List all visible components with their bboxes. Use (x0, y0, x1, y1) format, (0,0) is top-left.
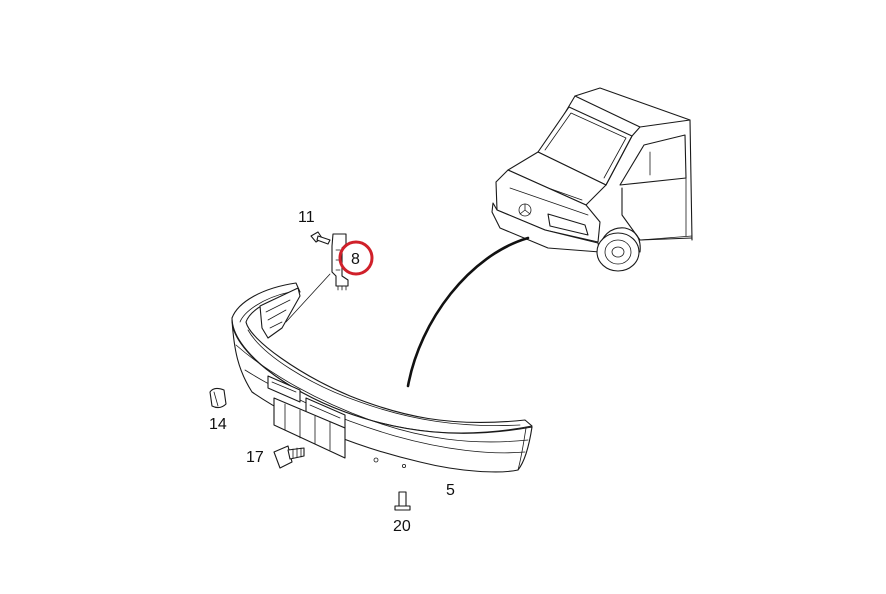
screw-icon (273, 445, 305, 469)
front-bumper-part (231, 282, 533, 473)
callout-20: 20 (393, 518, 411, 535)
clip-icon (209, 387, 227, 409)
callout-11: 11 (298, 209, 315, 226)
callout-5: 5 (446, 482, 455, 499)
callout-8: 8 (351, 251, 360, 268)
bolt-icon (310, 231, 331, 245)
highlight-circle (338, 240, 374, 276)
callout-14: 14 (209, 416, 227, 433)
callout-17: 17 (246, 449, 264, 466)
pin-fastener-icon (394, 491, 411, 511)
van-front-illustration (491, 87, 693, 272)
mounting-bracket (285, 233, 349, 323)
bumper-grille (267, 375, 346, 459)
reference-curve (406, 236, 530, 388)
